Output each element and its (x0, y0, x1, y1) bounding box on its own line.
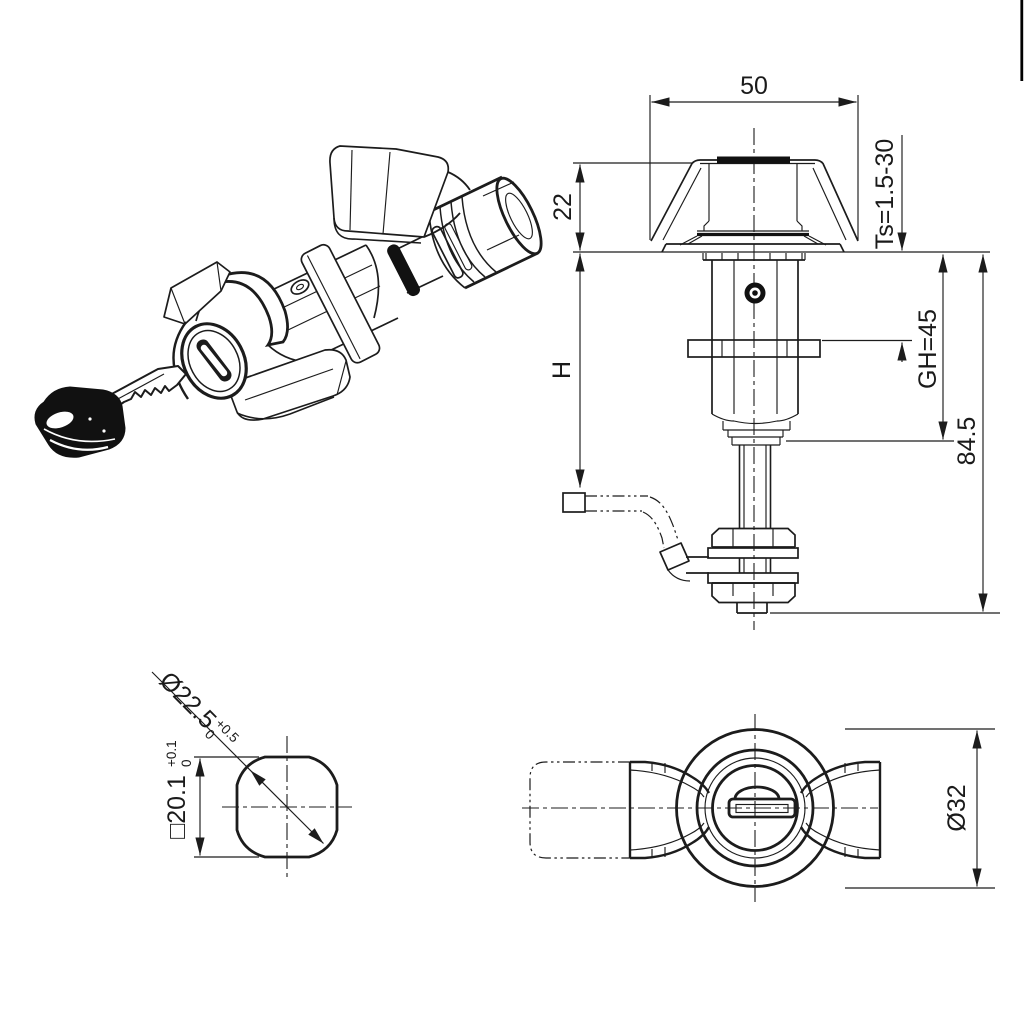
dim-square-label: □20.1 (163, 775, 191, 839)
washer (707, 572, 799, 584)
spindle-collar (431, 225, 464, 279)
key (34, 365, 187, 458)
knob-mid-circle (695, 748, 815, 868)
dim-h-label: H (548, 361, 576, 379)
shaft-stub (736, 603, 768, 614)
body-hole-iso (290, 279, 310, 295)
dim-50-label: 50 (740, 72, 768, 100)
wing-top-view (628, 760, 711, 860)
dim-square-tol-upper: +0.1 (164, 740, 179, 767)
threaded-bushing (428, 175, 543, 290)
front-view: 50 22 H Ts=1.5-30 GH=45 84.5 (548, 72, 1000, 630)
knob-outer-circle (675, 728, 835, 888)
dim-diameter-32: Ø32 (845, 728, 995, 889)
flange-iso (300, 243, 381, 364)
dim-knob-height-22: 22 (549, 164, 585, 251)
threaded-shaft (738, 445, 772, 573)
nut (711, 582, 796, 604)
dim-diameter-label: Ø32 (943, 784, 971, 831)
wing-paddle-iso (230, 348, 351, 421)
wing-handle-top (329, 145, 471, 244)
top-view: Ø32 (522, 714, 995, 902)
washer (707, 547, 799, 559)
cam-end-tab (562, 492, 586, 513)
dim-square: □20.1 +0.1 0 (163, 740, 259, 858)
key-head (34, 386, 126, 458)
knob-cap-band (717, 156, 790, 164)
octagon-cutout (235, 755, 339, 859)
dim-gh-label: GH=45 (914, 309, 942, 389)
knob-chamfer-circle (704, 757, 806, 859)
nut-washer-stack (707, 527, 799, 614)
dim-width-50: 50 (651, 72, 857, 107)
wing-knob-front (650, 156, 859, 260)
wing-wedge-iso (163, 261, 231, 325)
key-head-hole (46, 411, 74, 429)
dim-ts-label: Ts=1.5-30 (871, 139, 899, 250)
isometric-view (34, 145, 543, 458)
flange-front (687, 339, 821, 358)
dim-total-84-5: 84.5 (953, 254, 988, 612)
dim-22-label: 22 (549, 193, 577, 221)
cylinder-circle (711, 764, 799, 852)
cam-bend-tab (659, 542, 690, 571)
cam-bracket (562, 492, 709, 582)
edge-marker (1020, 0, 1024, 81)
dim-diagonal-label: Ø22.5 (154, 666, 222, 734)
extension-lines (573, 95, 1000, 614)
dim-845-label: 84.5 (953, 417, 981, 466)
seal-ring (387, 244, 420, 297)
cam-phantom-outline (529, 761, 630, 859)
hex-body-front (702, 253, 806, 425)
dim-grip-ts: Ts=1.5-30 (871, 135, 907, 362)
keyhole-top (727, 785, 797, 819)
body-steps (722, 421, 791, 446)
dim-square-tol-lower: 0 (179, 759, 194, 767)
dim-thread-gh: GH=45 (914, 254, 948, 440)
cylinder-face (172, 321, 248, 400)
cutout-view: Ø22.5 +0.5 0 □20.1 +0.1 0 (151, 666, 352, 878)
key-blade (107, 365, 187, 410)
dim-h: H (548, 253, 585, 488)
